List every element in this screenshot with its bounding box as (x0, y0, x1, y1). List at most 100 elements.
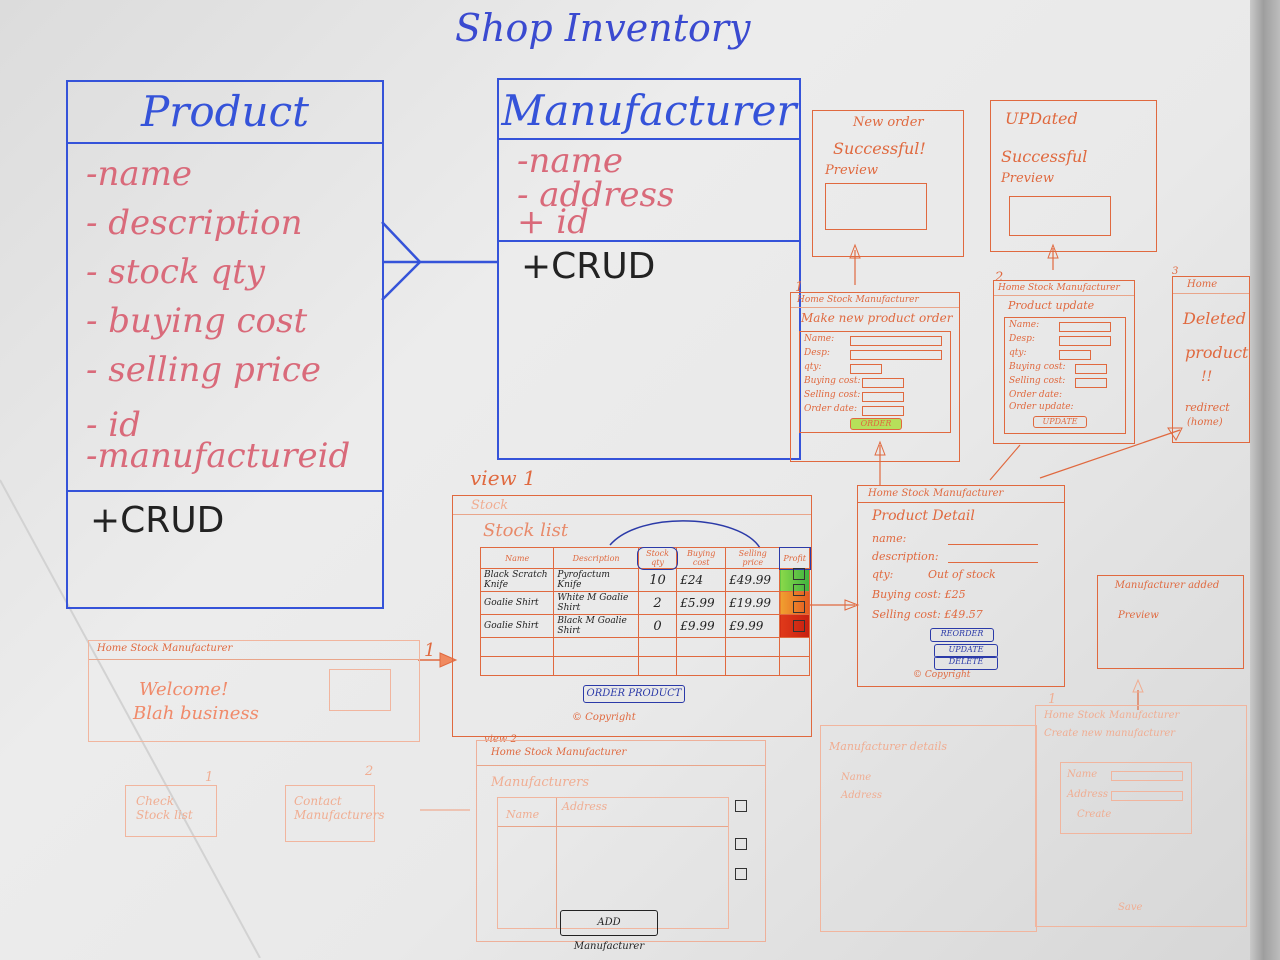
manufacturer-attr-name: -name (517, 141, 624, 181)
pu-field-buying-label: Buying cost: (1009, 362, 1066, 372)
npo-qty-input[interactable] (850, 364, 882, 374)
product-attr-description: - description (86, 203, 303, 243)
home-welcome: Welcome! (139, 679, 229, 700)
manufacturer-select-checkbox[interactable] (735, 800, 747, 812)
pu-desc-input[interactable] (1059, 336, 1111, 346)
manufacturer-details-address: Address (841, 790, 882, 801)
row-select-checkbox[interactable] (793, 601, 805, 613)
npo-field-name-label: Name: (804, 334, 835, 344)
row-select-checkbox[interactable] (793, 620, 805, 632)
detail-qty-value: Out of stock (928, 568, 996, 581)
npo-field-desc-label: Desp: (804, 348, 830, 358)
manufacturer-details-heading: Manufacturer details (829, 740, 948, 753)
product-operations: +CRUD (90, 500, 225, 541)
updated-preview-box (1009, 196, 1111, 236)
home-link1-number: 1 (205, 770, 214, 785)
product-update-form: Name: Desp: qty: Buying cost: Selling co… (1004, 317, 1126, 434)
detail-heading: Product Detail (872, 508, 975, 524)
add-form-address-label: Address (1067, 789, 1108, 800)
npo-desc-input[interactable] (850, 350, 942, 360)
pu-qty-input[interactable] (1059, 350, 1091, 360)
updated-success-sketch: UPDated Successful Preview (990, 100, 1157, 252)
home-body-text: Blah business (133, 703, 259, 724)
pu-field-name-label: Name: (1009, 320, 1040, 330)
manufacturers-table: Name Address (497, 797, 729, 929)
order-product-button[interactable]: ORDER PRODUCT (583, 685, 685, 703)
manufacturer-attr-id: + id (517, 202, 589, 242)
view1-stock-sketch: Stock Stock list (452, 495, 812, 737)
table-row[interactable]: Black Scratch Knife Pyrofactum Knife 10 … (479, 568, 810, 592)
add-form-name-input[interactable] (1111, 771, 1183, 781)
deleted-number: 3 (1172, 266, 1179, 277)
detail-qty-label: qty: (872, 568, 894, 581)
updated-message: Successful (1001, 147, 1088, 166)
add-form-header: Home Stock Manufacturer (1044, 710, 1180, 721)
new-product-order-sketch: Home Stock Manufacturer Make new product… (790, 292, 960, 462)
add-form-number: 1 (1048, 692, 1057, 707)
updated-preview-label: Preview (1001, 171, 1054, 186)
col-manufacturer-address: Address (562, 800, 608, 813)
delete-button[interactable]: DELETE (934, 656, 998, 670)
home-to-view1-label: 1 (424, 640, 436, 661)
detail-footer: © Copyright (913, 670, 971, 680)
product-attr-selling-price: - selling price (86, 350, 322, 390)
view2-header: Home Stock Manufacturer (491, 747, 627, 758)
view2-manufacturers-sketch: Home Stock Manufacturer Manufacturers Na… (476, 740, 766, 942)
pu-field-desc-label: Desp: (1009, 334, 1035, 344)
col-manufacturer-name: Name (506, 808, 540, 821)
add-manufacturer-button[interactable]: ADD Manufacturer (560, 910, 658, 952)
check-stock-link[interactable]: Check Stock list (125, 785, 217, 837)
table-row[interactable]: Goalie Shirt Black M Goalie Shirt 0 £9.9… (479, 614, 810, 638)
pu-name-input[interactable] (1059, 322, 1111, 332)
manufacturer-details-sketch: Manufacturer details Name Address (820, 725, 1037, 932)
contact-manufacturers-link[interactable]: Contact Manufacturers (285, 785, 385, 842)
pu-update-button[interactable]: UPDATE (1033, 416, 1087, 428)
npo-selling-input[interactable] (862, 392, 904, 402)
home-link2-number: 2 (365, 764, 374, 779)
view2-heading: Manufacturers (491, 775, 590, 790)
add-form-save-button[interactable]: Save (1118, 902, 1143, 913)
manufacturer-select-checkbox[interactable] (735, 838, 747, 850)
manufacturer-details-name: Name (841, 772, 872, 783)
diagram-title: Shop Inventory (455, 6, 751, 50)
npo-field-buying-label: Buying cost: (804, 376, 861, 386)
deleted-line-1: Deleted (1183, 309, 1247, 328)
new-product-order-form: Name: Desp: qty: Buying cost: Selling co… (799, 331, 951, 433)
pu-buying-input[interactable] (1075, 364, 1107, 374)
whiteboard-frame (1250, 0, 1280, 960)
update-button[interactable]: UPDATE (934, 644, 998, 658)
new-order-success-sketch: New order Successful! Preview (812, 110, 964, 257)
manufacturer-select-checkbox[interactable] (735, 868, 747, 880)
product-class-box: Product -name - description - stock qty … (66, 80, 384, 609)
detail-buying-cost: Buying cost: £25 (872, 588, 966, 601)
npo-name-input[interactable] (850, 336, 942, 346)
deleted-line-5: (home) (1187, 417, 1223, 428)
deleted-line-3: !! (1201, 369, 1213, 385)
row-select-checkbox[interactable] (793, 568, 805, 580)
product-update-header: Home Stock Manufacturer (998, 283, 1120, 293)
add-form-create-button[interactable]: Create (1077, 809, 1112, 820)
product-detail-sketch: Home Stock Manufacturer Product Detail n… (857, 485, 1065, 687)
npo-order-button[interactable]: ORDER (850, 418, 902, 430)
pu-selling-input[interactable] (1075, 378, 1107, 388)
add-form-address-input[interactable] (1111, 791, 1183, 801)
product-attr-id: - id (86, 405, 141, 445)
detail-name-label: name: (872, 532, 907, 545)
row-select-checkbox[interactable] (793, 584, 805, 596)
product-update-number: 2 (995, 270, 1004, 285)
product-attr-name: -name (86, 154, 193, 194)
col-profit: Profit (778, 546, 811, 570)
product-update-heading: Product update (1008, 299, 1095, 312)
npo-field-selling-label: Selling cost: (804, 390, 861, 400)
npo-field-date-label: Order date: (804, 404, 858, 414)
npo-date-input[interactable] (862, 406, 904, 416)
table-row[interactable]: Goalie Shirt White M Goalie Shirt 2 £5.9… (479, 591, 810, 615)
pu-field-date-label: Order date: (1009, 390, 1063, 400)
npo-buying-input[interactable] (862, 378, 904, 388)
npo-field-qty-label: qty: (804, 362, 822, 372)
reorder-button[interactable]: REORDER (930, 628, 994, 642)
add-form-name-label: Name (1067, 769, 1098, 780)
col-name: Name (479, 547, 555, 569)
view1-nav-stock[interactable]: Stock (471, 498, 509, 513)
